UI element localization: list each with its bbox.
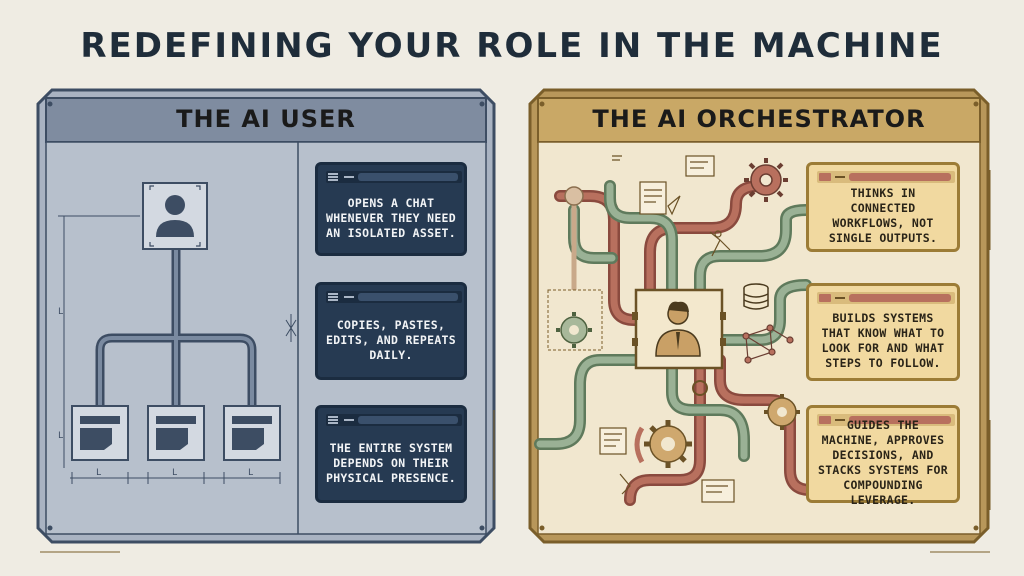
gear-icon-small xyxy=(692,380,800,430)
asset-box-3 xyxy=(223,405,281,461)
user-avatar-box xyxy=(142,182,208,250)
orchestrator-card-1: THINKS IN CONNECTED WORKFLOWS, NOT SINGL… xyxy=(806,162,960,252)
user-card-3-text: THE ENTIRE SYSTEM DEPENDS ON THEIR PHYSI… xyxy=(325,440,457,485)
orchestrator-avatar-box xyxy=(632,288,726,370)
svg-text:L: L xyxy=(248,468,253,478)
card-header-bar xyxy=(326,414,462,426)
user-card-1-text: OPENS A CHAT WHENEVER THEY NEED AN ISOLA… xyxy=(325,195,457,240)
gear-icon-bottom xyxy=(634,420,692,468)
asset-box-1 xyxy=(71,405,129,461)
gear-icon-top xyxy=(750,164,782,196)
card-header-bar xyxy=(817,292,955,304)
ai-orchestrator-title: THE AI ORCHESTRATOR xyxy=(592,105,926,133)
card-header-bar xyxy=(326,291,462,303)
database-icon xyxy=(743,283,769,310)
gear-icon-left xyxy=(547,289,603,351)
svg-text:L: L xyxy=(58,431,63,441)
card-header-bar xyxy=(817,414,955,426)
ai-user-title: THE AI USER xyxy=(176,105,356,133)
document-icon xyxy=(599,155,735,503)
user-card-1: OPENS A CHAT WHENEVER THEY NEED AN ISOLA… xyxy=(315,162,467,256)
orchestrator-card-2-text: BUILDS SYSTEMS THAT KNOW WHAT TO LOOK FO… xyxy=(821,311,945,370)
svg-text:L: L xyxy=(172,468,177,478)
orchestrator-card-3: GUIDES THE MACHINE, APPROVES DECISIONS, … xyxy=(806,405,960,507)
orchestrator-card-3-text: GUIDES THE MACHINE, APPROVES DECISIONS, … xyxy=(817,418,949,507)
network-icon xyxy=(742,324,794,364)
user-card-2-text: COPIES, PASTES, EDITS, AND REPEATS DAILY… xyxy=(325,317,457,362)
svg-text:L: L xyxy=(96,468,101,478)
user-card-2: COPIES, PASTES, EDITS, AND REPEATS DAILY… xyxy=(315,282,467,380)
orchestrator-card-2: BUILDS SYSTEMS THAT KNOW WHAT TO LOOK FO… xyxy=(806,283,960,381)
asset-box-2 xyxy=(147,405,205,461)
user-card-3: THE ENTIRE SYSTEM DEPENDS ON THEIR PHYSI… xyxy=(315,405,467,503)
card-header-bar xyxy=(817,171,955,183)
dim-label: L xyxy=(58,307,63,317)
card-header-bar xyxy=(326,171,462,183)
orchestrator-card-1-text: THINKS IN CONNECTED WORKFLOWS, NOT SINGL… xyxy=(828,186,938,245)
page-title: REDEFINING YOUR ROLE IN THE MACHINE xyxy=(80,26,944,66)
